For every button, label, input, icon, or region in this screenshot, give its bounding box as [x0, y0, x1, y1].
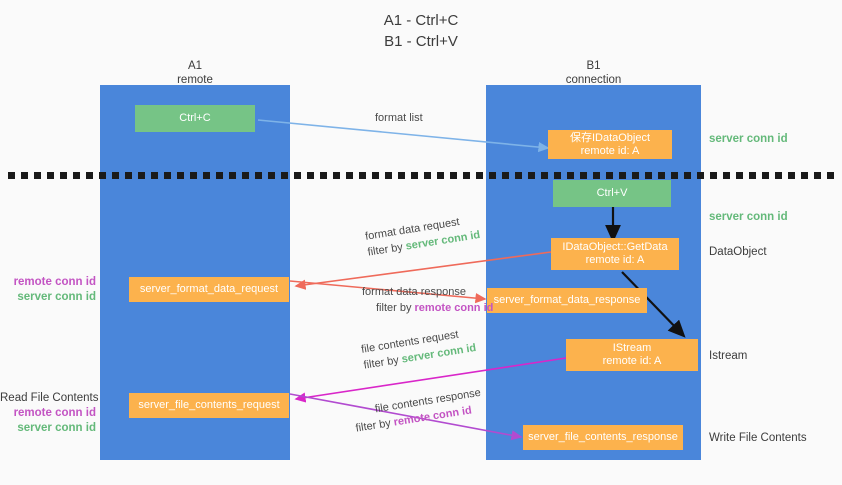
edge-label-format-list: format list [375, 112, 423, 124]
page-title: A1 - Ctrl+C B1 - Ctrl+V [383, 12, 459, 50]
annotation-read-file-contents: Read File Contents remote conn id server… [0, 391, 99, 436]
edge-label-file-contents-request-prefix: filter by [362, 353, 403, 372]
annotation-format-data-server-conn-id: server conn id [17, 291, 96, 303]
annotation-read-file-contents-server-conn-id: server conn id [17, 422, 96, 434]
annotation-dataobject: DataObject [709, 246, 767, 258]
column-header-a1: A1 remote [100, 59, 290, 87]
annotation-format-data-conn-ids: remote conn id server conn id [0, 275, 96, 305]
edge-label-format-data-request: format data request filter by server con… [364, 211, 481, 260]
edge-label-format-data-response-filter: filter by remote conn id [362, 300, 493, 316]
annotation-read-file-contents-heading: Read File Contents [0, 392, 99, 404]
box-server-file-contents-response[interactable]: server_file_contents_response [523, 425, 683, 450]
edge-label-file-contents-response-prefix: filter by [354, 416, 395, 435]
edge-label-format-data-response-line1: format data response [362, 286, 466, 298]
box-getdata[interactable]: IDataObject::GetData remote id: A [551, 238, 679, 270]
box-server-format-data-request[interactable]: server_format_data_request [129, 277, 289, 302]
column-header-b1: B1 connection [486, 59, 701, 87]
annotation-format-data-remote-conn-id: remote conn id [13, 276, 96, 288]
edge-label-file-contents-request: file contents request filter by server c… [360, 324, 477, 373]
column-header-b1-sub: connection [565, 74, 622, 86]
annotation-write-file-contents: Write File Contents [709, 432, 807, 444]
box-save-idataobject[interactable]: 保存IDataObject remote id: A [548, 130, 672, 159]
edge-label-format-data-response-value: remote conn id [414, 302, 494, 314]
box-ctrl-v[interactable]: Ctrl+V [553, 180, 671, 207]
column-header-a1-name: A1 [187, 60, 203, 72]
box-server-file-contents-request[interactable]: server_file_contents_request [129, 393, 289, 418]
annotation-read-file-contents-remote-conn-id: remote conn id [13, 407, 96, 419]
box-ctrl-c[interactable]: Ctrl+C [135, 105, 255, 132]
box-server-format-data-response[interactable]: server_format_data_response [487, 288, 647, 313]
annotation-server-conn-id-mid: server conn id [709, 211, 788, 223]
box-istream[interactable]: IStream remote id: A [566, 339, 698, 371]
edge-label-format-data-request-prefix: filter by [366, 240, 407, 259]
edge-label-file-contents-response: file contents response filter by remote … [352, 385, 484, 437]
column-header-b1-name: B1 [586, 60, 601, 72]
edge-label-format-data-response-prefix: filter by [376, 302, 415, 314]
edge-label-format-data-response: format data response filter by remote co… [362, 284, 493, 316]
phase-divider [8, 172, 834, 179]
column-header-a1-sub: remote [177, 74, 213, 86]
annotation-server-conn-id-top: server conn id [709, 133, 788, 145]
annotation-istream: Istream [709, 350, 748, 362]
